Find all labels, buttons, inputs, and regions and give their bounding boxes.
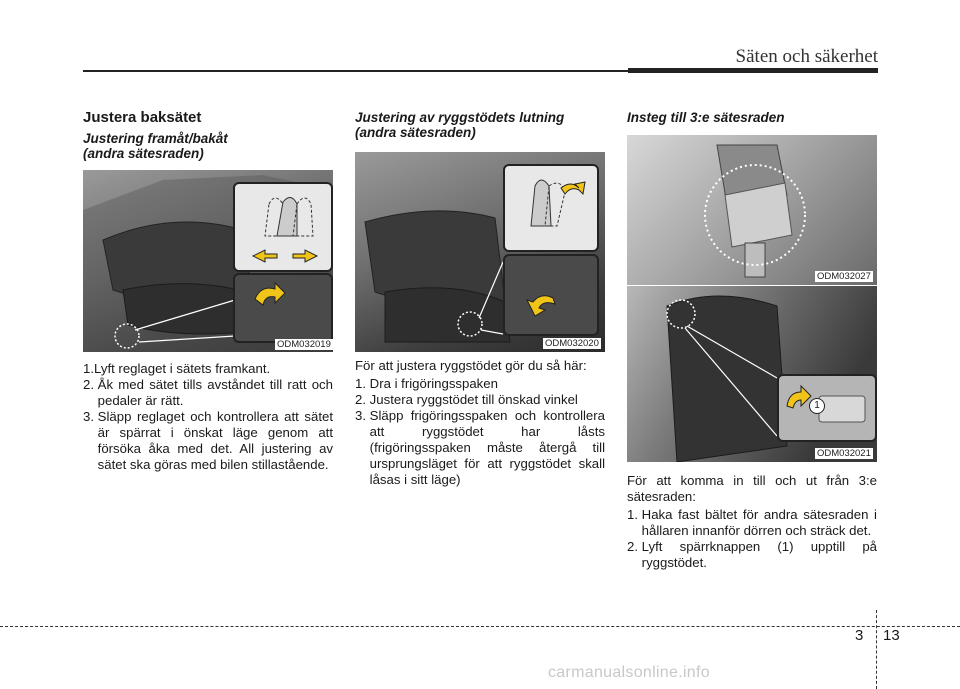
header-rule <box>83 70 878 72</box>
list-item: 3. Släpp reglaget och kontrollera att sä… <box>83 409 333 473</box>
photo-label: ODM032027 <box>815 271 873 282</box>
recline-icon <box>530 179 586 227</box>
step-number: 2. <box>627 539 642 554</box>
inset-seat-diagram <box>233 182 333 272</box>
step-number: 2. <box>83 377 98 392</box>
column-rear-seat-adjust: Justera baksätet Justering framåt/bakåt … <box>83 110 333 473</box>
step-text: Haka fast bältet för andra sätesraden i … <box>641 507 877 538</box>
photo-label: ODM032019 <box>275 339 333 350</box>
list-item: 2. Åk med sätet tills avståndet till rat… <box>83 377 333 409</box>
photo-label: ODM032021 <box>815 448 873 459</box>
step-number: 3. <box>83 409 98 424</box>
inset-backrest-diagram <box>503 164 599 252</box>
step-text: Justera ryggstödet till önskad vinkel <box>369 392 578 407</box>
subheading: Justering framåt/bakåt (andra sätesraden… <box>83 131 333 161</box>
step-number: 3. <box>355 408 370 423</box>
photo-third-row-access: 1 ODM032021 <box>627 286 877 462</box>
step-number: 1. <box>83 361 94 376</box>
inset-lever-closeup <box>233 273 333 343</box>
step-text: Släpp frigöringsspaken och kontrollera a… <box>369 408 605 487</box>
lift-arrow-icon <box>786 384 866 423</box>
seat-slide-icon <box>251 197 319 263</box>
column-third-row-entry: Insteg till 3:e sätesraden För att komma… <box>627 110 877 571</box>
inset-lever-closeup <box>503 254 599 336</box>
list-item: 3. Släpp frigöringsspaken och kontroller… <box>355 408 605 488</box>
subheading: Insteg till 3:e sätesraden <box>627 110 785 125</box>
list-item: 1. Haka fast bältet för andra sätesraden… <box>627 507 877 539</box>
subheading-line-2: (andra sätesraden) <box>355 125 476 140</box>
step-number: 2. <box>355 392 370 407</box>
header-title: Säten och säkerhet <box>735 46 878 67</box>
step-text: Lyft reglaget i sätets framkant. <box>94 361 271 376</box>
watermark: carmanualsonline.info <box>548 664 710 681</box>
step-number: 1. <box>355 376 370 391</box>
list-item: 1. Dra i frigöringsspaken <box>355 376 605 392</box>
header-rule-accent <box>628 68 878 73</box>
subheading-line-2: (andra sätesraden) <box>83 146 204 161</box>
step-number: 1. <box>627 507 642 522</box>
intro-text: För att komma in till och ut från 3:e sä… <box>627 473 877 504</box>
step-text: Åk med sätet tills avståndet till ratt o… <box>97 377 333 408</box>
photo-seat-slide: ODM032019 <box>83 170 333 352</box>
step-text: Dra i frigöringsspaken <box>369 376 498 391</box>
intro-text: För att justera ryggstödet gör du så här… <box>355 358 587 373</box>
seat-illustration <box>666 295 788 462</box>
page-number-separator <box>876 610 877 689</box>
subheading-line-1: Justering framåt/bakåt <box>83 131 228 146</box>
lift-arrow-icon <box>254 281 286 306</box>
list-item: 2. Justera ryggstödet till önskad vinkel <box>355 392 605 408</box>
seatbelt-illustration <box>704 144 806 278</box>
section-heading: Justera baksätet <box>83 109 202 126</box>
step-text: Släpp reglaget och kontrollera att sätet… <box>97 409 333 472</box>
photo-label: ODM032020 <box>543 338 601 349</box>
instruction-list: 1. Haka fast bältet för andra sätesraden… <box>627 507 877 571</box>
chapter-number: 3 <box>855 627 864 644</box>
step-text: Lyft spärrknappen (1) upptill på ryggstö… <box>641 539 877 570</box>
inset-lock-button: 1 <box>777 374 877 442</box>
instruction-list: 1. Dra i frigöringsspaken 2. Justera ryg… <box>355 376 605 488</box>
instruction-list: 1.Lyft reglaget i sätets framkant. 2. Åk… <box>83 361 333 473</box>
subheading: Justering av ryggstödets lutning (andra … <box>355 110 605 140</box>
list-item: 1.Lyft reglaget i sätets framkant. <box>83 361 333 377</box>
callout-number: 1 <box>809 398 825 414</box>
seat-illustration <box>364 210 511 343</box>
page-number: 13 <box>883 627 900 644</box>
subheading-line-1: Justering av ryggstödets lutning <box>355 110 565 125</box>
list-item: 2. Lyft spärrknappen (1) upptill på rygg… <box>627 539 877 571</box>
photo-seatbelt-holder: ODM032027 <box>627 135 877 285</box>
column-backrest-recline: Justering av ryggstödets lutning (andra … <box>355 110 605 488</box>
pull-arrow-icon <box>526 295 556 317</box>
footer-rule <box>0 626 960 627</box>
photo-backrest-recline: ODM032020 <box>355 152 605 352</box>
